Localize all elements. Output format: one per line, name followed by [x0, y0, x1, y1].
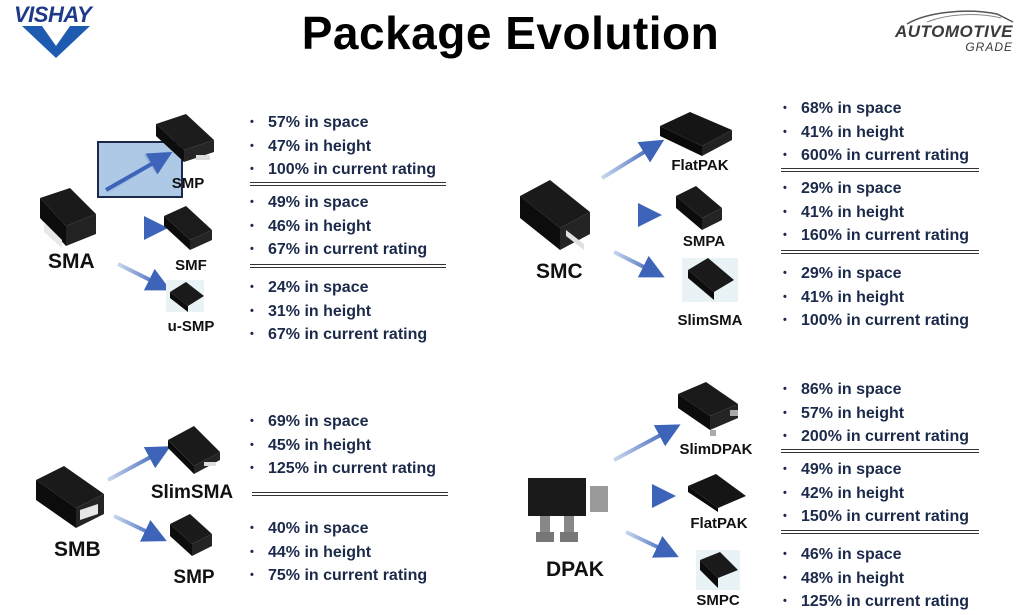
vishay-wordmark: VISHAY: [14, 2, 92, 27]
list-item: •49% in space: [783, 461, 902, 478]
slimsma-smb-chip-icon: [168, 426, 220, 474]
slimsma-chip-icon: [682, 258, 738, 302]
list-item: •46% in height: [250, 217, 372, 235]
dpak-slimdpak-stats: •86% in space •57% in height •200% in cu…: [783, 378, 969, 449]
list-item: •600% in current rating: [783, 147, 970, 164]
divider: [252, 492, 448, 496]
sma-usmp-stats: •24% in space •31% in height •67% in cur…: [250, 276, 427, 347]
list-item: •49% in space: [250, 194, 369, 211]
list-item: •45% in height: [250, 436, 372, 454]
arrow-dpak-to-smpc: [625, 530, 679, 558]
smf-chip-icon: [164, 206, 212, 250]
flatpak-chip-icon: [660, 112, 732, 156]
smf-sub-label: SMF: [175, 257, 207, 274]
list-item: •41% in height: [783, 123, 905, 141]
smc-label: SMC: [536, 260, 583, 283]
vishay-triangle-icon: [22, 26, 90, 58]
list-item: •24% in space: [250, 279, 369, 296]
smpc-chip-icon: [696, 550, 740, 590]
slimdpak-sub-label: SlimDPAK: [679, 441, 753, 458]
usmp-chip-icon: [166, 280, 204, 312]
smb-smp-stats: •40% in space •44% in height •75% in cur…: [250, 517, 427, 588]
list-item: •100% in current rating: [783, 312, 970, 329]
smp-smb-sub-label: SMP: [173, 567, 215, 588]
dpak-smpc-stats: •46% in space •48% in height •125% in cu…: [783, 543, 969, 614]
dpak-flatpak-stats: •49% in space •42% in height •150% in cu…: [783, 458, 969, 529]
list-item: •67% in current rating: [250, 241, 428, 258]
list-item: •125% in current rating: [783, 593, 970, 610]
flatpak-sub-label: FlatPAK: [671, 157, 729, 174]
divider: [781, 530, 979, 534]
divider: [250, 182, 446, 186]
divider: [781, 168, 979, 172]
smc-smpa-stats: •29% in space •41% in height •160% in cu…: [783, 177, 969, 248]
arrow-smb-to-slimsma: [107, 446, 171, 482]
list-item: •48% in height: [783, 569, 905, 587]
list-item: •40% in space: [250, 520, 369, 537]
dpak-chip-icon: [528, 478, 608, 542]
list-item: •44% in height: [250, 543, 372, 561]
car-silhouette-icon: [906, 10, 1014, 25]
list-item: •160% in current rating: [783, 227, 970, 244]
list-item: •46% in space: [783, 546, 902, 563]
arrow-sma-to-usmp: [117, 262, 171, 291]
smb-label: SMB: [54, 538, 101, 561]
list-item: •68% in space: [783, 100, 902, 117]
list-item: •100% in current rating: [250, 161, 437, 178]
arrow-smb-to-smp: [113, 514, 167, 542]
divider: [250, 264, 446, 268]
smc-flatpak-stats: •68% in space •41% in height •600% in cu…: [783, 97, 969, 168]
list-item: •47% in height: [250, 137, 372, 155]
slimdpak-chip-icon: [678, 382, 738, 436]
list-item: •42% in height: [783, 484, 905, 502]
smpa-chip-icon: [676, 186, 722, 230]
list-item: •125% in current rating: [250, 460, 437, 477]
flatpak-dpak-chip-icon: [688, 474, 746, 512]
smp-smb-chip-icon: [170, 514, 212, 556]
list-item: •200% in current rating: [783, 428, 970, 445]
smc-chip-icon: [520, 180, 590, 250]
list-item: •41% in height: [783, 288, 905, 306]
list-item: •57% in height: [783, 404, 905, 422]
list-item: •150% in current rating: [783, 508, 970, 525]
list-item: •29% in space: [783, 265, 902, 282]
sma-smf-stats: •49% in space •46% in height •67% in cur…: [250, 191, 427, 262]
badge-line-1: AUTOMOTIVE: [894, 22, 1013, 41]
list-item: •67% in current rating: [250, 326, 428, 343]
list-item: •57% in space: [250, 114, 369, 131]
vishay-logo: VISHAY: [8, 0, 108, 60]
list-item: •75% in current rating: [250, 567, 428, 584]
slimsma-sub-label: SlimSMA: [677, 312, 743, 329]
slimsma-smb-sub-label: SlimSMA: [150, 482, 234, 503]
smpa-sub-label: SMPA: [682, 233, 726, 250]
list-item: •29% in space: [783, 180, 902, 197]
smp-chip-icon: [156, 114, 214, 162]
dpak-label: DPAK: [546, 558, 604, 581]
list-item: •31% in height: [250, 302, 372, 320]
divider: [781, 250, 979, 254]
arrow-smc-to-slimsma: [613, 250, 665, 278]
page-title: Package Evolution: [301, 7, 720, 59]
smb-chip-icon: [36, 466, 104, 528]
smp-sub-label: SMP: [171, 175, 205, 192]
list-item: •69% in space: [250, 413, 369, 430]
flatpak-dpak-sub-label: FlatPAK: [690, 515, 748, 532]
divider: [781, 449, 979, 453]
smb-slimsma-stats: •69% in space •45% in height •125% in cu…: [250, 410, 436, 481]
sma-smp-stats: •57% in space •47% in height •100% in cu…: [250, 111, 436, 182]
smpc-sub-label: SMPC: [696, 592, 740, 609]
sma-label: SMA: [48, 250, 95, 273]
list-item: •41% in height: [783, 203, 905, 221]
usmp-sub-label: u-SMP: [167, 318, 215, 335]
arrow-dpak-to-slimdpak: [613, 424, 681, 462]
badge-line-2: GRADE: [965, 40, 1013, 54]
sma-chip-icon: [40, 188, 96, 248]
list-item: •86% in space: [783, 381, 902, 398]
smc-slimsma-stats: •29% in space •41% in height •100% in cu…: [783, 262, 969, 333]
arrow-smc-to-flatpak: [600, 139, 665, 180]
automotive-grade-badge: AUTOMOTIVE GRADE: [894, 6, 1015, 54]
